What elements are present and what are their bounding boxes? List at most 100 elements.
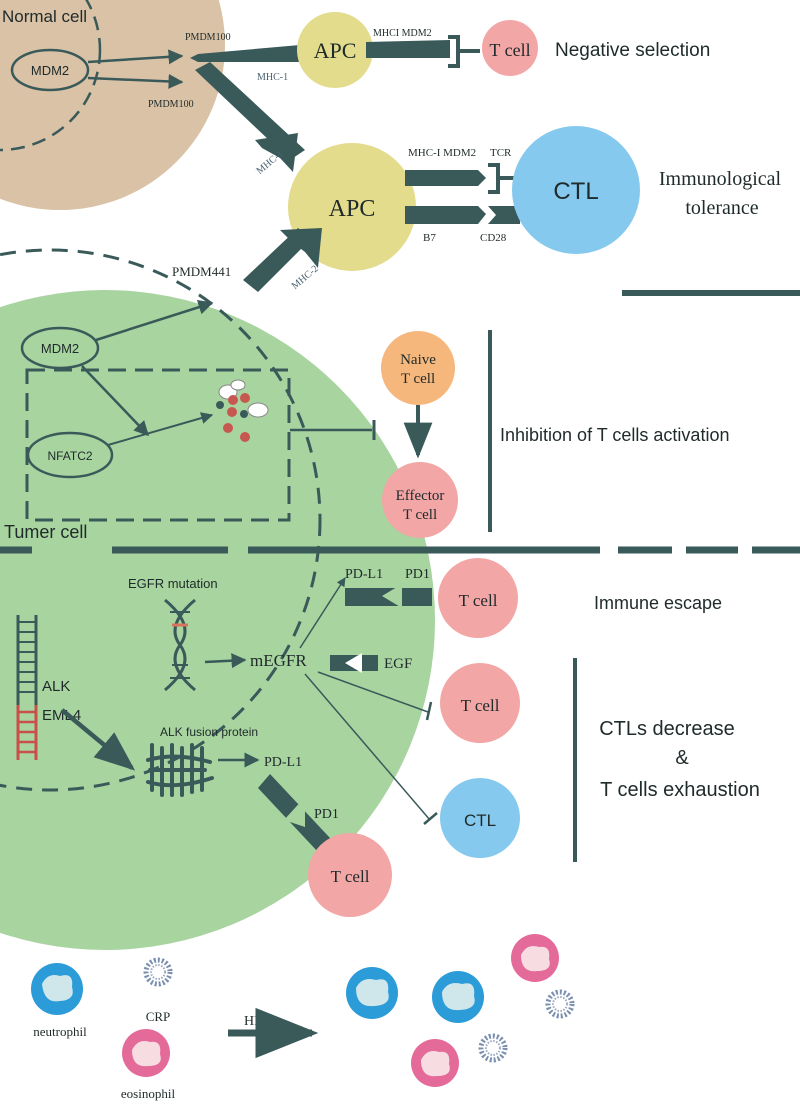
egfr-mutation-label: EGFR mutation bbox=[128, 576, 218, 591]
mhc1-diagonal-label: MHC-1 bbox=[254, 148, 285, 176]
eosinophil-icon bbox=[122, 1029, 170, 1077]
pd1-top-head bbox=[382, 584, 402, 608]
dna-to-megfr-arrow bbox=[204, 653, 247, 669]
crp-icon bbox=[143, 957, 173, 987]
fusion-protein-icon bbox=[146, 743, 214, 797]
eml4-to-fusion-arrow bbox=[60, 708, 136, 771]
tumor-nucleus-boundary bbox=[0, 248, 322, 792]
mhc1-diagonal-head bbox=[255, 133, 298, 172]
apc-upper bbox=[297, 12, 373, 88]
mhci-mdm2-main-bar bbox=[405, 170, 486, 186]
t-cell-decrease-label: T cell bbox=[461, 696, 500, 715]
pdl1-lower-label: PD-L1 bbox=[264, 755, 302, 770]
mhci-mdm2-upper-bar bbox=[366, 40, 450, 58]
tcr-label: TCR bbox=[490, 147, 512, 159]
megfr-inhibit-tcell-bar bbox=[425, 701, 433, 721]
ctls-decrease-label: CTLs decrease bbox=[599, 718, 735, 740]
naive-label-line2: T cell bbox=[401, 371, 435, 387]
ctl-main-label: CTL bbox=[553, 178, 598, 205]
t-cell-bottom bbox=[308, 833, 392, 917]
immune-escape-label: Immune escape bbox=[594, 593, 722, 613]
mhc1-upper-label: MHC-1 bbox=[257, 72, 288, 83]
b7-cd28-bar bbox=[405, 206, 486, 224]
hpd-crp-1 bbox=[545, 989, 575, 1019]
effector-t-cell bbox=[382, 462, 458, 538]
mdm2-normal-oval bbox=[10, 48, 90, 92]
normal-nucleus-boundary bbox=[0, 0, 102, 152]
ampersand-label: & bbox=[675, 747, 689, 769]
cd28-bar bbox=[488, 206, 520, 224]
t-cell-bottom-label: T cell bbox=[331, 867, 370, 886]
mdm2-to-complex-arrow bbox=[81, 365, 150, 437]
tcr-clamp bbox=[488, 163, 500, 194]
megfr-inhibit-ctl-bar bbox=[423, 812, 438, 825]
alk-fusion-label: ALK fusion protein bbox=[160, 725, 258, 739]
mhc2-label: MHC-2 bbox=[290, 263, 321, 291]
hpd-crp-2 bbox=[478, 1033, 508, 1063]
effector-label-line2: T cell bbox=[403, 507, 437, 523]
hpd-neutrophil-2 bbox=[432, 971, 484, 1023]
t-cell-upper-label: T cell bbox=[489, 40, 530, 60]
apc-main-label: APC bbox=[329, 196, 376, 222]
exhaustion-label: T cells exhaustion bbox=[600, 779, 760, 801]
crp-label: CRP bbox=[146, 1009, 171, 1024]
tolerance-label-line1: Immunological bbox=[659, 168, 782, 190]
pdl1-top-label: PD-L1 bbox=[345, 567, 383, 582]
b7-label: B7 bbox=[423, 232, 436, 244]
hpd-neutrophil-1 bbox=[346, 967, 398, 1019]
hpd-eosinophil-2 bbox=[411, 1039, 459, 1087]
t-cell-escape-label: T cell bbox=[459, 591, 498, 610]
mdm2-tumor-oval bbox=[20, 326, 100, 370]
tumor-cell-label: Tumer cell bbox=[4, 522, 87, 542]
neutrophil-label: neutrophil bbox=[33, 1024, 87, 1039]
egf-head bbox=[345, 653, 362, 673]
pd1-top-label: PD1 bbox=[405, 567, 430, 582]
pmdm441-label: PMDM441 bbox=[172, 264, 231, 279]
pmdm100-lower-label: PMDM100 bbox=[148, 99, 194, 110]
mhci-mdm2-main-label: MHC-I MDM2 bbox=[408, 147, 476, 159]
mdm2-arrow-upper bbox=[87, 49, 184, 65]
alk-eml4-ladder-icon bbox=[16, 615, 38, 760]
mhci-mdm2-upper-label: MHCI MDM2 bbox=[373, 28, 432, 39]
nfatc2-oval bbox=[26, 431, 114, 479]
t-cell-decrease bbox=[440, 663, 520, 743]
megfr-to-pdl1-arrow bbox=[299, 577, 346, 649]
egf-label: EGF bbox=[384, 656, 412, 672]
mhc2-head bbox=[280, 228, 322, 268]
nfatc2-label: NFATC2 bbox=[47, 449, 92, 463]
mdm2-arrow-lower bbox=[87, 73, 184, 89]
eosinophil-label: eosinophil bbox=[121, 1086, 176, 1101]
nfat-pathway-box bbox=[25, 368, 291, 522]
ctl-lower bbox=[440, 778, 520, 858]
mdm2-to-pmdm441-arrow bbox=[95, 299, 214, 342]
pd1-lower-head bbox=[284, 797, 305, 827]
naive-t-cell bbox=[381, 331, 455, 405]
mdm2-normal-label: MDM2 bbox=[31, 63, 69, 78]
t-cell-escape bbox=[438, 558, 518, 638]
negative-selection-label: Negative selection bbox=[555, 40, 710, 61]
apc-upper-label: APC bbox=[314, 38, 357, 63]
ctl-main bbox=[512, 126, 640, 254]
inhibition-label: Inhibition of T cells activation bbox=[500, 425, 729, 445]
hpd-eosinophil-1 bbox=[511, 934, 559, 982]
naive-label-line1: Naive bbox=[400, 352, 436, 368]
neutrophil-icon bbox=[31, 963, 83, 1015]
ctl-lower-label: CTL bbox=[464, 811, 496, 830]
effector-label-line1: Effector bbox=[396, 488, 445, 504]
t-cell-upper bbox=[482, 20, 538, 76]
normal-cell-label: Normal cell bbox=[2, 7, 87, 26]
hpd-label: HPD bbox=[244, 1014, 272, 1029]
pd1-lower-label: PD1 bbox=[314, 807, 339, 822]
cd28-label: CD28 bbox=[480, 232, 507, 244]
mhc1-diagonal-bar bbox=[195, 62, 305, 160]
alk-label: ALK bbox=[42, 678, 70, 695]
nfatc2-to-complex-arrow bbox=[107, 412, 214, 446]
tolerance-label-line2: tolerance bbox=[685, 197, 758, 219]
mdm2-tumor-label: MDM2 bbox=[41, 341, 79, 356]
megfr-inhibit-tcell-line bbox=[317, 671, 429, 713]
megfr-inhibit-ctl-line bbox=[304, 673, 431, 821]
pmdm100-upper-label: PMDM100 bbox=[185, 32, 231, 43]
mhc1-upper-bar bbox=[190, 45, 300, 62]
dot-cluster bbox=[216, 379, 269, 442]
